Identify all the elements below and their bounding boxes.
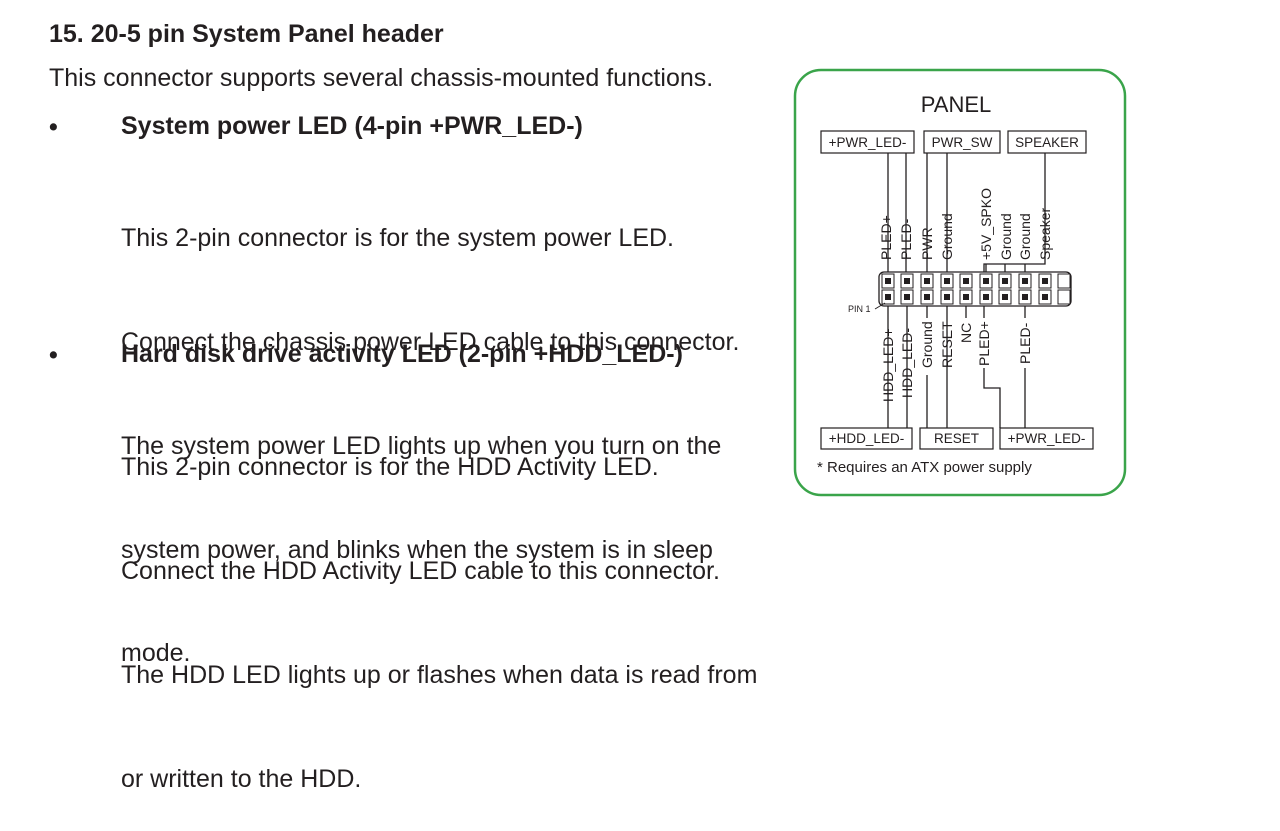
pin-dot <box>904 294 910 300</box>
section-title: 15. 20-5 pin System Panel header <box>49 20 444 48</box>
body-line: This 2-pin connector is for the HDD Acti… <box>121 453 659 482</box>
pin-dot <box>963 294 969 300</box>
pin-dot <box>904 278 910 284</box>
body-line: This 2-pin connector is for the system p… <box>121 224 675 253</box>
pin-dot <box>1002 294 1008 300</box>
bottom-wires <box>887 306 1026 428</box>
group-label-reset: RESET <box>934 431 979 446</box>
group-box-speaker <box>1007 130 1087 154</box>
group-label-pwr-led-bottom: +PWR_LED- <box>1008 431 1086 446</box>
group-box-pwr-led-top <box>820 130 915 154</box>
pin-dot <box>983 278 989 284</box>
group-label-speaker: SPEAKER <box>1015 135 1079 150</box>
pin-dot <box>944 294 950 300</box>
diagram-footnote: * Requires an ATX power supply <box>817 459 1032 476</box>
panel-diagram-svg: PANEL +PWR_LED- PWR_SW SPEAKER PLED+ PLE… <box>793 68 1127 497</box>
pin-label-speaker: Speaker <box>1037 208 1053 260</box>
pin-label-ground: Ground <box>919 321 935 368</box>
pin-label-pled-minus: PLED- <box>1017 322 1033 364</box>
section-intro: This connector supports several chassis-… <box>49 64 714 92</box>
pin-label-pled-minus: PLED- <box>898 218 914 260</box>
pin-dot <box>983 294 989 300</box>
panel-header-diagram: PANEL +PWR_LED- PWR_SW SPEAKER PLED+ PLE… <box>793 68 1127 498</box>
group-label-pwr-led-top: +PWR_LED- <box>829 135 907 150</box>
bullet-body-hdd-led: This 2-pin connector is for the HDD Acti… <box>121 381 757 831</box>
pin-dot <box>944 278 950 284</box>
body-line: Connect the chassis power LED cable to t… <box>121 327 740 356</box>
bullet-marker: • <box>49 341 58 369</box>
top-pin-labels: PLED+ PLED- PWR Ground +5V_SPKO Ground G… <box>878 188 1053 260</box>
pin-label-reset: RESET <box>939 321 955 368</box>
group-label-hdd-led: +HDD_LED- <box>829 431 904 446</box>
body-line: Connect the HDD Activity LED cable to th… <box>121 556 720 585</box>
pin-label-nc: NC <box>958 323 974 343</box>
pin-dot <box>885 294 891 300</box>
body-line: or written to the HDD. <box>121 764 362 793</box>
pin1-pointer <box>874 302 886 310</box>
body-line: The HDD LED lights up or flashes when da… <box>121 660 758 689</box>
pin-dot <box>1022 294 1028 300</box>
pin-label-hdd-led-minus: HDD_LED- <box>899 328 915 398</box>
pin1-label: PIN 1 <box>848 304 871 314</box>
pin-label-pwr: PWR <box>919 227 935 260</box>
pin-cell <box>1057 273 1071 289</box>
group-box-pwr-led-bottom <box>999 427 1094 450</box>
group-box-hdd-led <box>820 427 913 450</box>
diagram-title: PANEL <box>921 92 992 117</box>
pin-dot <box>1002 278 1008 284</box>
pin-label-pled-plus: PLED+ <box>976 321 992 366</box>
bullet-heading-hdd-led: Hard disk drive activity LED (2-pin +HDD… <box>121 340 683 368</box>
group-box-reset <box>919 427 994 450</box>
pin-dot <box>924 278 930 284</box>
pin-label-ground: Ground <box>998 213 1014 260</box>
pin-dot <box>1042 294 1048 300</box>
pin-label-5v-spko: +5V_SPKO <box>978 188 994 260</box>
bottom-pin-labels: HDD_LED+ HDD_LED- Ground RESET NC PLED+ … <box>880 321 1033 402</box>
bullet-heading-power-led: System power LED (4-pin +PWR_LED-) <box>121 112 583 140</box>
body-line: The system power LED lights up when you … <box>121 431 722 460</box>
pin-dot <box>1022 278 1028 284</box>
pin-label-hdd-led-plus: HDD_LED+ <box>880 328 896 402</box>
pin-label-ground: Ground <box>1017 213 1033 260</box>
pin-cell <box>1057 289 1071 305</box>
pin-dot <box>885 278 891 284</box>
pin-label-ground: Ground <box>939 213 955 260</box>
pin-label-pled-plus: PLED+ <box>878 215 894 260</box>
pin-dot <box>924 294 930 300</box>
pin-dot <box>1042 278 1048 284</box>
header-pins <box>881 273 1071 305</box>
group-box-pwr-sw <box>923 130 1001 154</box>
bullet-marker: • <box>49 113 58 141</box>
pin-dot <box>963 278 969 284</box>
group-label-pwr-sw: PWR_SW <box>932 135 993 150</box>
